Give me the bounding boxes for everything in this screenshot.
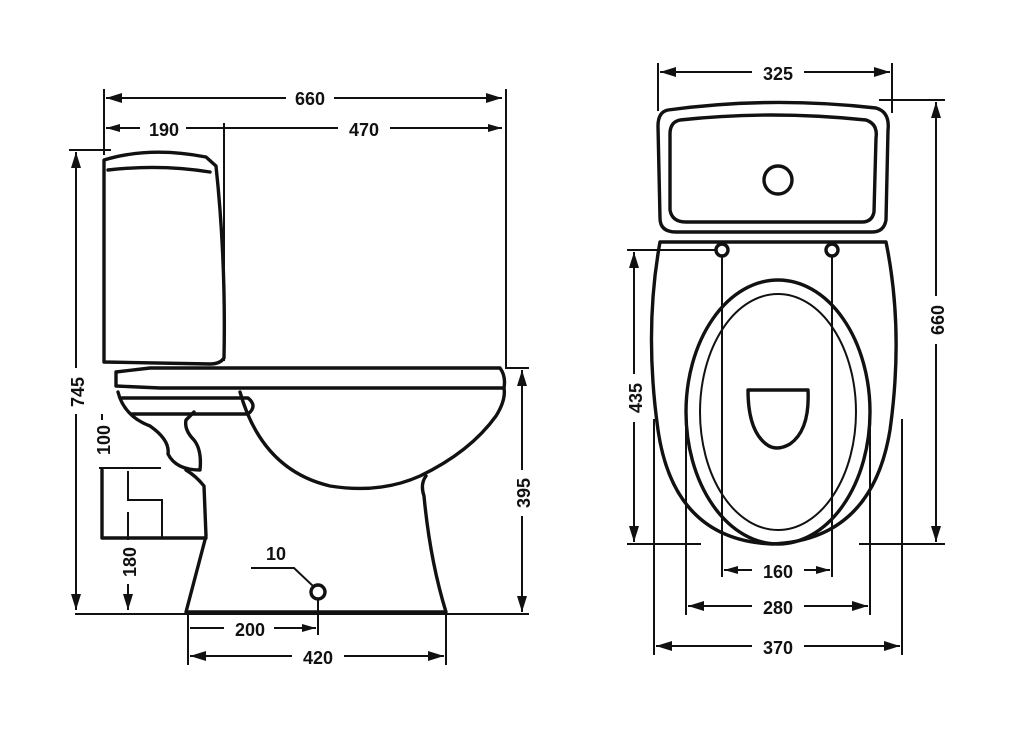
bowl-opening [746, 388, 810, 450]
pedestal [184, 468, 448, 614]
dim-inlet-height: 180 [120, 547, 140, 577]
dim-tank-width: 325 [763, 64, 793, 84]
hinge-hole-left [714, 242, 730, 258]
dim-bowl-length: 470 [349, 120, 379, 140]
bowl-rim [114, 366, 507, 390]
outlet-inner [127, 471, 163, 537]
hinge-hole-right [824, 242, 840, 258]
cistern-outline [102, 150, 227, 366]
dim-tank-depth: 190 [149, 120, 179, 140]
dim-bowl-width: 370 [763, 638, 793, 658]
dim-hinge-spacing: 160 [763, 562, 793, 582]
fixing-leader [251, 567, 315, 588]
bowl-body [238, 386, 507, 491]
dim-fixing-offset: 200 [235, 620, 265, 640]
dim-base-length: 420 [303, 648, 333, 668]
dim-fixing-hole: 10 [266, 544, 286, 564]
dim-seat-height: 395 [514, 478, 534, 508]
cistern-lid-line [106, 165, 212, 174]
side-view: 660 190 470 745 100 180 395 [62, 86, 536, 668]
trap-outline [116, 390, 203, 472]
cistern-top-inner [668, 113, 878, 224]
dim-overall-length: 660 [295, 89, 325, 109]
dim-overall-height: 745 [68, 377, 88, 407]
outlet-block [100, 468, 208, 540]
cistern-top [656, 100, 890, 234]
flush-button [762, 164, 794, 196]
seat-ring [684, 278, 872, 546]
dim-overall-depth: 660 [928, 305, 948, 335]
dim-seat-depth: 435 [626, 383, 646, 413]
seat-inner [699, 293, 857, 531]
seat-lines [120, 396, 255, 416]
dim-seat-width: 280 [763, 598, 793, 618]
top-view: 325 660 435 160 280 [620, 60, 950, 658]
dim-outlet-height: 100 [94, 425, 114, 455]
